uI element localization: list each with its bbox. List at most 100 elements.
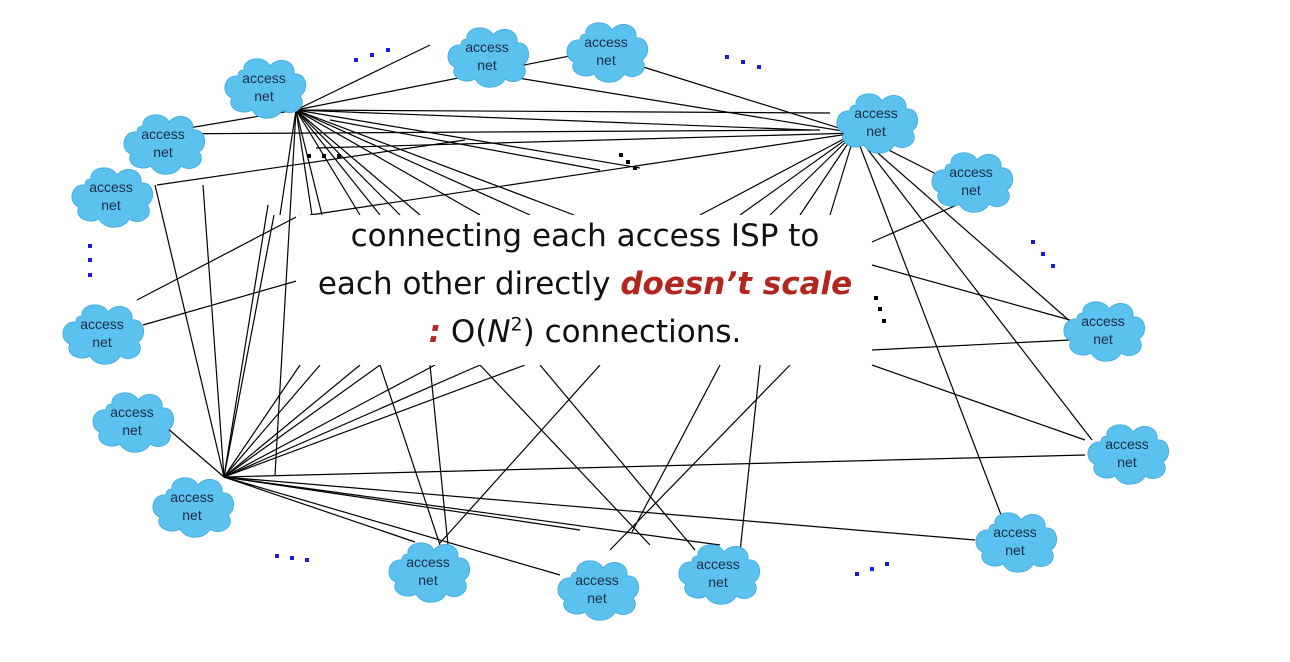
link-line <box>609 364 791 551</box>
ellipsis-dot <box>1041 252 1045 256</box>
cloud-shape <box>388 542 471 603</box>
link-line <box>295 51 591 111</box>
node-label-net: net <box>866 123 886 139</box>
access-net-node: access net <box>678 544 761 605</box>
node-label-net: net <box>254 88 274 104</box>
node-label-net: net <box>596 52 616 68</box>
link-line <box>136 214 301 301</box>
link-line <box>631 364 721 533</box>
link-line <box>295 109 421 216</box>
node-label-access: access <box>89 179 133 195</box>
cloud-shape <box>152 477 235 538</box>
node-label-net: net <box>708 574 728 590</box>
cloud-shape <box>678 544 761 605</box>
cloud-shape <box>92 392 175 453</box>
node-label-access: access <box>993 524 1037 540</box>
link-line <box>223 364 481 478</box>
ellipsis-dot <box>275 554 279 558</box>
link-line <box>739 132 856 216</box>
ellipsis-dot <box>633 166 637 170</box>
link-line <box>699 132 856 216</box>
cloud-shape <box>62 304 145 365</box>
ellipsis-dot <box>88 244 92 248</box>
link-line <box>871 339 1071 351</box>
ellipsis-dot <box>307 154 311 158</box>
node-label-access: access <box>696 556 740 572</box>
link-line <box>223 476 581 531</box>
link-line <box>223 454 1086 478</box>
node-label-net: net <box>1117 454 1137 470</box>
access-net-node: access net <box>1087 424 1170 485</box>
link-line <box>223 364 361 478</box>
node-label-access: access <box>854 105 898 121</box>
link-line <box>279 109 297 216</box>
link-line <box>329 119 601 171</box>
link-line <box>295 109 811 131</box>
link-line <box>223 364 381 478</box>
ellipsis-dot <box>386 48 390 52</box>
node-label-access: access <box>465 39 509 55</box>
link-line <box>295 109 381 216</box>
ellipsis-dot <box>855 572 859 576</box>
node-label-net: net <box>182 507 202 523</box>
ellipsis-dot <box>1051 264 1055 268</box>
node-label-access: access <box>170 489 214 505</box>
cloud-shape <box>566 22 649 83</box>
link-line <box>223 364 321 478</box>
link-line <box>223 364 526 478</box>
cloud-shape <box>224 58 307 119</box>
node-layer: access net access net access net access net acce… <box>62 22 1170 621</box>
caption-n: N <box>487 314 511 350</box>
link-line <box>223 204 269 478</box>
link-line <box>379 364 441 546</box>
link-line <box>799 132 856 216</box>
ellipsis-dot <box>885 562 889 566</box>
caption-line-2: each other directly doesn’t scale <box>290 260 880 308</box>
node-label-net: net <box>122 422 142 438</box>
node-label-net: net <box>101 197 121 213</box>
link-line <box>429 364 449 546</box>
caption-background <box>296 215 870 365</box>
link-line <box>223 476 416 543</box>
node-label-net: net <box>418 572 438 588</box>
ellipsis-dot <box>870 567 874 571</box>
node-label-access: access <box>1105 436 1149 452</box>
node-label-net: net <box>1093 331 1113 347</box>
node-label-access: access <box>575 572 619 588</box>
node-label-net: net <box>92 334 112 350</box>
link-line <box>295 109 641 169</box>
link-line <box>309 132 856 216</box>
link-line <box>479 364 651 546</box>
link-line <box>769 132 856 216</box>
ellipsis-dot <box>354 58 358 62</box>
link-line <box>295 109 831 114</box>
cloud-shape <box>71 167 154 228</box>
cloud-shape <box>1063 301 1146 362</box>
node-label-access: access <box>110 404 154 420</box>
link-line <box>517 77 856 134</box>
ellipsis-layer <box>88 48 1055 576</box>
caption-rest: ) connections. <box>522 314 742 350</box>
ellipsis-dot <box>757 65 761 69</box>
link-line <box>149 129 821 135</box>
link-line <box>829 132 856 216</box>
link-line <box>223 476 561 576</box>
ellipsis-dot <box>290 556 294 560</box>
link-line <box>871 364 1086 441</box>
link-line <box>854 132 1073 324</box>
link-line <box>295 109 481 216</box>
cloud-shape <box>557 560 640 621</box>
node-label-net: net <box>153 144 173 160</box>
edge-layer <box>136 44 1093 576</box>
ellipsis-dot <box>878 307 882 311</box>
cloud-shape <box>931 152 1014 213</box>
access-net-node: access net <box>152 477 235 538</box>
link-line <box>295 109 401 216</box>
ellipsis-dot <box>322 154 326 158</box>
